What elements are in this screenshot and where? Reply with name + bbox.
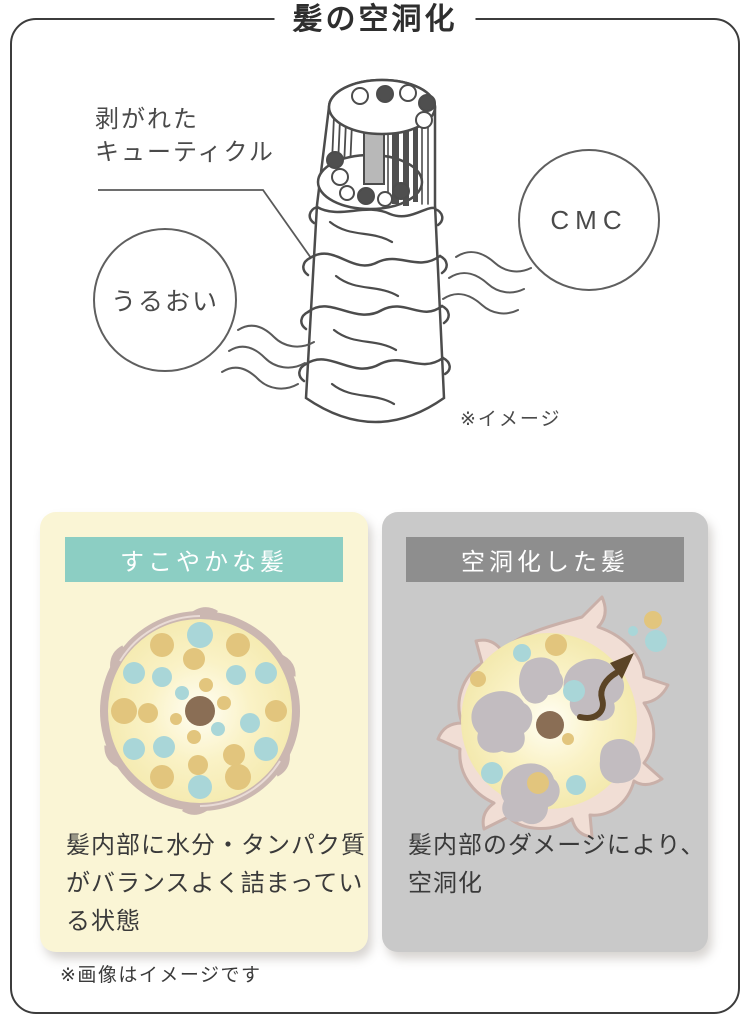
escape-arrow-icon [577, 653, 634, 721]
peeled-cuticle-label-line2: キューティクル [95, 139, 275, 166]
hollowed-hair-description: 髪内部のダメージにより、 空洞化 [408, 827, 708, 903]
escaping-dots [628, 611, 667, 652]
hollowed-hair-header: 空洞化した髪 [406, 537, 684, 582]
cmc-bubble-label: CMC [550, 204, 628, 235]
moisture-bubble-label: うるおい [110, 288, 219, 316]
hollowed-hair-cross-section-illustration [436, 595, 670, 839]
moisture-flow-lines [221, 324, 315, 390]
hollowed-medulla-dot [536, 711, 564, 739]
healthy-medulla-dot [185, 696, 215, 726]
hollowed-hair-panel: 空洞化した髪 [382, 512, 708, 952]
cmc-flow-lines [442, 251, 532, 315]
healthy-hair-header: すこやかな髪 [65, 537, 343, 582]
healthy-hair-cross-section-illustration [100, 607, 300, 815]
healthy-inner-dots [111, 622, 287, 799]
peeled-cuticle-label: 剥がれた キューティクル [95, 103, 275, 169]
healthy-desc-line: る状態 [66, 908, 141, 935]
footer-note: ※画像はイメージです [60, 965, 262, 986]
hollowed-desc-line: 空洞化 [408, 870, 483, 897]
healthy-hair-description: 髪内部に水分・タンパク質 がバランスよく詰まってい る状態 [66, 827, 366, 941]
pointer-line [98, 189, 312, 259]
moisture-bubble: うるおい [93, 228, 237, 372]
hollowed-desc-line: 髪内部のダメージにより、 [408, 832, 706, 859]
healthy-desc-line: がバランスよく詰まってい [66, 870, 364, 897]
healthy-hair-panel: すこやかな髪 [40, 512, 368, 952]
hair-shaft [298, 78, 451, 424]
cmc-bubble: CMC [518, 149, 660, 291]
hair-structure-illustration [98, 78, 532, 424]
healthy-desc-line: 髪内部に水分・タンパク質 [66, 832, 366, 859]
page-title: 髪の空洞化 [274, 0, 476, 40]
image-note: ※イメージ [460, 409, 562, 430]
hollowed-inner-dots [470, 634, 586, 795]
peeled-cuticle-label-line1: 剥がれた [95, 106, 199, 133]
